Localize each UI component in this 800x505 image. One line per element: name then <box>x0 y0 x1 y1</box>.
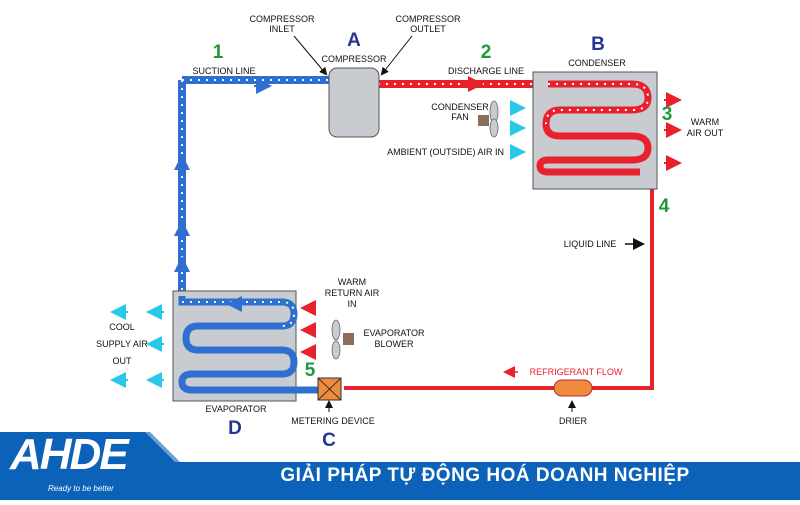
flow-arrows <box>174 76 484 312</box>
compressor-inlet-label-2: INLET <box>269 24 295 34</box>
cool-supply-air-label-3: OUT <box>113 356 133 366</box>
condenser-fan-label-1: CONDENSER <box>431 102 489 112</box>
number-1: 1 <box>213 42 224 63</box>
warm-return-air-label-3: IN <box>348 299 357 309</box>
condenser-label: CONDENSER <box>568 58 626 68</box>
compressor-outlet-label-2: OUTLET <box>410 24 446 34</box>
number-2: 2 <box>481 42 492 63</box>
cool-supply-air-arrows <box>110 304 164 388</box>
metering-device <box>317 377 342 401</box>
warm-air-out-label-1: WARM <box>691 117 719 127</box>
suction-line <box>178 76 330 296</box>
cool-supply-air-label-1: COOL <box>109 322 135 332</box>
refrigerant-flow-label: REFRIGERANT FLOW <box>530 367 623 377</box>
compressor <box>328 67 380 138</box>
warm-return-air-arrows <box>300 300 316 360</box>
condenser <box>532 71 658 190</box>
drier <box>553 379 593 397</box>
evaporator-blower-icon <box>331 319 354 360</box>
compressor-inlet-label-1: COMPRESSOR <box>249 14 315 24</box>
evaporator-label: EVAPORATOR <box>205 404 267 414</box>
drier-label: DRIER <box>559 416 588 426</box>
letter-d: D <box>228 418 242 439</box>
label-pointers <box>293 35 645 412</box>
cool-supply-air-label-2: SUPPLY AIR <box>96 339 148 349</box>
compressor-label: COMPRESSOR <box>321 54 387 64</box>
footer-title: GIẢI PHÁP TỰ ĐỘNG HOÁ DOANH NGHIỆP <box>280 465 690 486</box>
liquid-line <box>344 170 654 390</box>
metering-device-label: METERING DEVICE <box>291 416 375 426</box>
letter-b: B <box>591 34 605 55</box>
evaporator-blower-label-2: BLOWER <box>374 339 414 349</box>
condenser-fan-label-2: FAN <box>451 112 469 122</box>
condenser-fan-icon <box>478 100 499 138</box>
warm-return-air-label-1: WARM <box>338 277 366 287</box>
number-3: 3 <box>662 104 673 125</box>
evaporator-blower-label-1: EVAPORATOR <box>363 328 425 338</box>
condenser-air-in-arrows <box>510 100 526 160</box>
discharge-line-label: DISCHARGE LINE <box>448 66 524 76</box>
suction-line-label: SUCTION LINE <box>192 66 255 76</box>
ambient-air-in-label: AMBIENT (OUTSIDE) AIR IN <box>387 147 504 157</box>
warm-air-out-label-2: AIR OUT <box>687 128 724 138</box>
liquid-line-label: LIQUID LINE <box>564 239 617 249</box>
compressor-outlet-label-1: COMPRESSOR <box>395 14 461 24</box>
warm-return-air-label-2: RETURN AIR <box>325 288 380 298</box>
number-4: 4 <box>659 196 670 217</box>
evaporator <box>172 290 318 402</box>
warm-air-out-arrows <box>664 92 682 171</box>
number-5: 5 <box>305 360 316 381</box>
footer-banner <box>0 432 800 500</box>
logo-slogan: Ready to be better <box>48 484 114 493</box>
letter-c: C <box>322 430 336 451</box>
ahde-logo: AHDE <box>10 430 129 479</box>
letter-a: A <box>347 30 361 51</box>
